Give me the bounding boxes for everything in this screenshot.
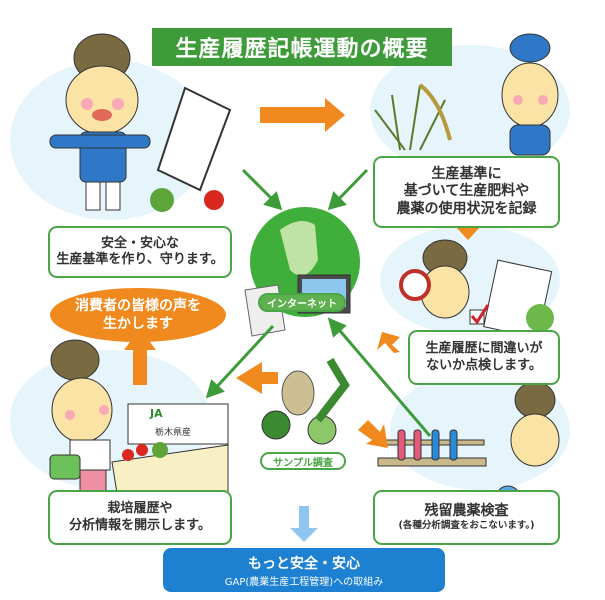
step-inspection-line2: ないか点検します。 [426, 357, 542, 373]
orange-arrow-left [236, 362, 278, 394]
green-arrowhead [327, 317, 347, 338]
step-inspection-line1: 生産履歴に間違いが [425, 341, 543, 357]
globe-computer-illustration [244, 207, 360, 337]
vegetables-sample-illustration [261, 357, 350, 445]
sample-survey-label: サンプル調査 [260, 452, 346, 470]
step-standards-line2: 生産基準を作り、守ります。 [56, 252, 224, 267]
lab-test-illustration [377, 381, 560, 511]
step-disclosure-line2: 分析情報を開示します。 [69, 517, 211, 533]
step-disclosure-box: 栽培履歴や 分析情報を開示します。 [48, 490, 232, 545]
tomato-icon [204, 190, 224, 210]
blue-arrow-down [290, 506, 318, 542]
step-standards-box: 安全・安心な 生産基準を作り、守ります。 [48, 226, 232, 278]
inspection-illustration [399, 239, 554, 339]
ja-region-label: 栃木県産 [155, 428, 192, 438]
orange-arrow-down-left [377, 332, 400, 353]
step-recording-line2: 基づいて生産肥料や [403, 183, 530, 200]
broccoli-icon [150, 188, 174, 212]
green-arrow [333, 324, 432, 437]
internet-label: インターネット [258, 293, 346, 312]
step-residue-test-box: 残留農薬検査 (各種分析調査をおこないます。) [373, 490, 560, 545]
green-arrowhead [327, 191, 347, 211]
inspector-illustration [501, 33, 559, 156]
step-disclosure-line1: 栽培履歴や [107, 501, 173, 517]
gap-goal-line2: GAP(農業生産工程管理)への取組み [224, 576, 384, 588]
ja-logo: JA [150, 407, 163, 420]
green-arrowhead [263, 191, 283, 211]
step-inspection-box: 生産履歴に間違いが ないか点検します。 [408, 330, 560, 385]
orange-arrow-up [124, 328, 156, 385]
step-residue-line2: (各種分析調査をおこないます。) [398, 520, 535, 532]
green-arrowhead [205, 379, 225, 399]
consumer-voice-line1: 消費者の皆様の声を [75, 297, 201, 314]
diagram-title: 生産履歴記帳運動の概要 [152, 28, 452, 66]
rice-plant-illustration [374, 83, 452, 151]
step-recording-line1: 生産基準に [431, 165, 502, 182]
consumer-voice-line2: 生かします [103, 316, 173, 332]
gap-goal-line1: もっと安全・安心 [248, 555, 360, 572]
step-standards-line1: 安全・安心な [100, 235, 179, 251]
green-arrow [210, 324, 275, 394]
step-recording-line3: 農薬の使用状況を記録 [396, 200, 537, 217]
orange-arrow-right [260, 98, 345, 132]
step-recording-box: 生産基準に 基づいて生産肥料や 農薬の使用状況を記録 [373, 156, 560, 228]
gap-goal-banner: もっと安全・安心 GAP(農業生産工程管理)への取組み [163, 548, 445, 592]
farmer-illustration [49, 33, 151, 211]
orange-arrow-down-right [358, 420, 388, 448]
document-scroll-icon [156, 86, 232, 192]
step-residue-line1: 残留農薬検査 [424, 502, 509, 519]
consumer-voice-ellipse: 消費者の皆様の声を 生かします [50, 288, 226, 342]
